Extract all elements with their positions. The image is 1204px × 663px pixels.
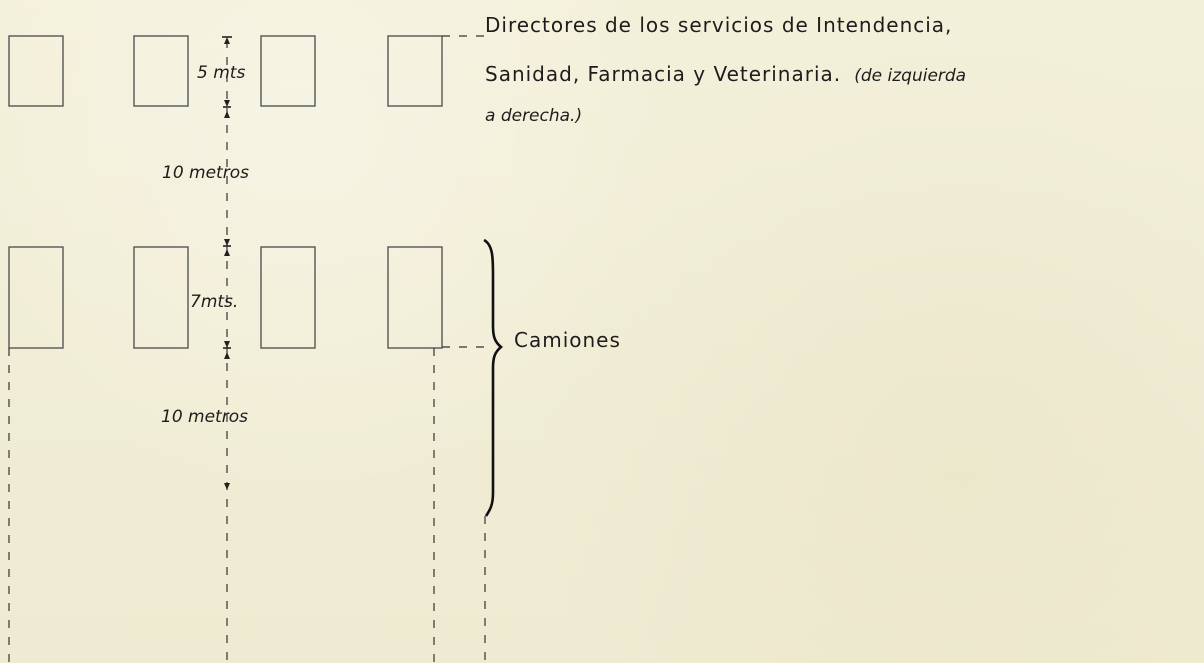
directors-line-2-italic: (de izquierda <box>854 66 966 86</box>
label-10metros-top: 10 metros <box>162 163 249 183</box>
arrow-up-5mts-top <box>224 37 230 44</box>
label-10metros-bottom: 10 metros <box>161 407 248 427</box>
director-box-1 <box>8 35 64 107</box>
arrow-down-10m-top-end <box>224 239 230 246</box>
director-box-2 <box>133 35 189 107</box>
directors-line-2: Sanidad, Farmacia y Veterinaria. (de izq… <box>485 62 966 86</box>
arrow-up-10m-top-start <box>224 111 230 118</box>
arrow-down-5mts-bottom <box>224 100 230 107</box>
truck-box-4 <box>387 246 443 349</box>
truck-box-1 <box>8 246 64 349</box>
arrow-up-10m-bottom-start <box>224 352 230 359</box>
director-box-3 <box>260 35 316 107</box>
label-5mts: 5 mts <box>197 63 245 83</box>
camiones-label: Camiones <box>514 328 621 352</box>
truck-box-2 <box>133 246 189 349</box>
camiones-brace <box>483 238 504 517</box>
truck-box-3 <box>260 246 316 349</box>
arrow-down-7mts-bottom <box>224 341 230 348</box>
directors-line-2-normal: Sanidad, Farmacia y Veterinaria. <box>485 62 841 86</box>
label-7mts: 7mts. <box>190 292 238 312</box>
director-box-4 <box>387 35 443 107</box>
directors-line-3: a derecha.) <box>485 106 582 126</box>
arrow-down-10m-bottom-end <box>224 483 230 490</box>
directors-line-1: Directores de los servicios de Intendenc… <box>485 13 952 37</box>
arrow-up-7mts-top <box>224 249 230 256</box>
